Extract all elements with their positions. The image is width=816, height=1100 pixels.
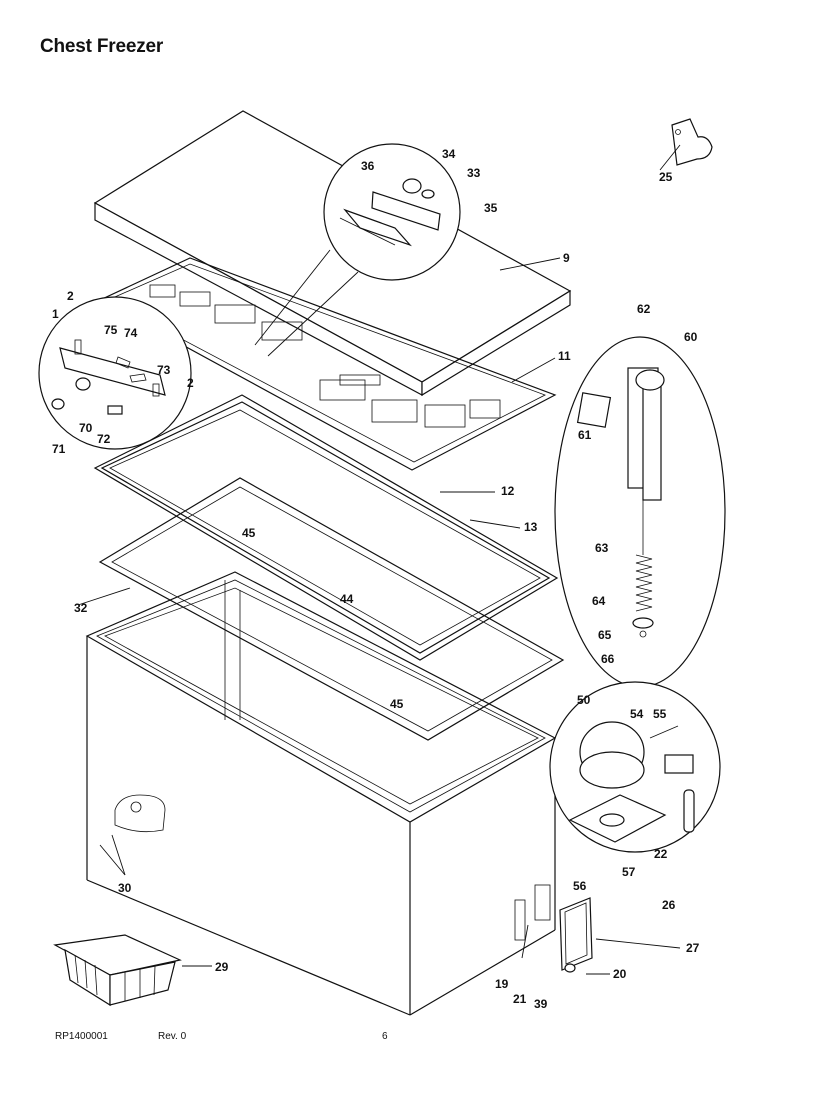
lid-liner (98, 257, 557, 471)
compressor-detail-circle (549, 681, 721, 853)
callout-22: 22 (654, 847, 668, 861)
callout-34: 34 (442, 147, 456, 161)
callout-27: 27 (686, 941, 700, 955)
control-detail-circle (38, 296, 192, 450)
callout-63: 63 (595, 541, 609, 555)
callout-33: 33 (467, 166, 481, 180)
callout-64: 64 (592, 594, 606, 608)
callout-54: 54 (630, 707, 644, 721)
callout-1: 1 (52, 307, 59, 321)
callout-70: 70 (79, 421, 93, 435)
callout-50: 50 (577, 693, 591, 707)
callout-9: 9 (563, 251, 570, 265)
callout-65: 65 (598, 628, 612, 642)
cabinet-body (85, 571, 557, 1016)
callout-12: 12 (501, 484, 515, 498)
callout-57: 57 (622, 865, 636, 879)
callout-11: 11 (558, 349, 571, 363)
callout-39: 39 (534, 997, 548, 1011)
callout-73: 73 (157, 363, 171, 377)
callout-71: 71 (52, 442, 66, 456)
callout-25: 25 (659, 170, 673, 184)
callout-32: 32 (74, 601, 88, 615)
page-title: Chest Freezer (40, 36, 164, 57)
freezer-lid (93, 110, 572, 397)
leader-lines (77, 144, 681, 975)
callout-75: 75 (104, 323, 118, 337)
callout-44: 44 (340, 592, 354, 606)
counterbalance-hinge-detail (554, 336, 726, 688)
callout-45-lower: 45 (390, 697, 404, 711)
door-gasket (93, 394, 559, 661)
vent-grille (559, 897, 593, 973)
callout-2-right: 2 (187, 376, 194, 390)
callout-66: 66 (601, 652, 615, 666)
callout-62: 62 (637, 302, 651, 316)
callout-61: 61 (578, 428, 592, 442)
callout-55: 55 (653, 707, 667, 721)
callout-72: 72 (97, 432, 111, 446)
revision-label: Rev. 0 (158, 1031, 187, 1042)
callout-29: 29 (215, 960, 229, 974)
callout-45-upper: 45 (242, 526, 256, 540)
callout-19: 19 (495, 977, 509, 991)
callout-60: 60 (684, 330, 698, 344)
callout-36: 36 (361, 159, 375, 173)
callout-26: 26 (662, 898, 676, 912)
wire-basket (53, 934, 182, 1007)
callout-2-top: 2 (67, 289, 74, 303)
callout-20: 20 (613, 967, 627, 981)
callout-labels: 1 2 2 9 11 12 13 19 20 21 22 25 26 27 29… (52, 147, 700, 1011)
hinge-part-25 (671, 118, 713, 166)
callout-74: 74 (124, 326, 138, 340)
lid-hinge-detail (254, 143, 461, 357)
page-number: 6 (382, 1031, 388, 1042)
callout-56: 56 (573, 879, 587, 893)
callout-30: 30 (118, 881, 132, 895)
callout-21: 21 (513, 992, 527, 1006)
breaker-strip (98, 477, 565, 741)
callout-13: 13 (524, 520, 538, 534)
doc-number: RP1400001 (55, 1031, 108, 1042)
callout-35: 35 (484, 201, 498, 215)
